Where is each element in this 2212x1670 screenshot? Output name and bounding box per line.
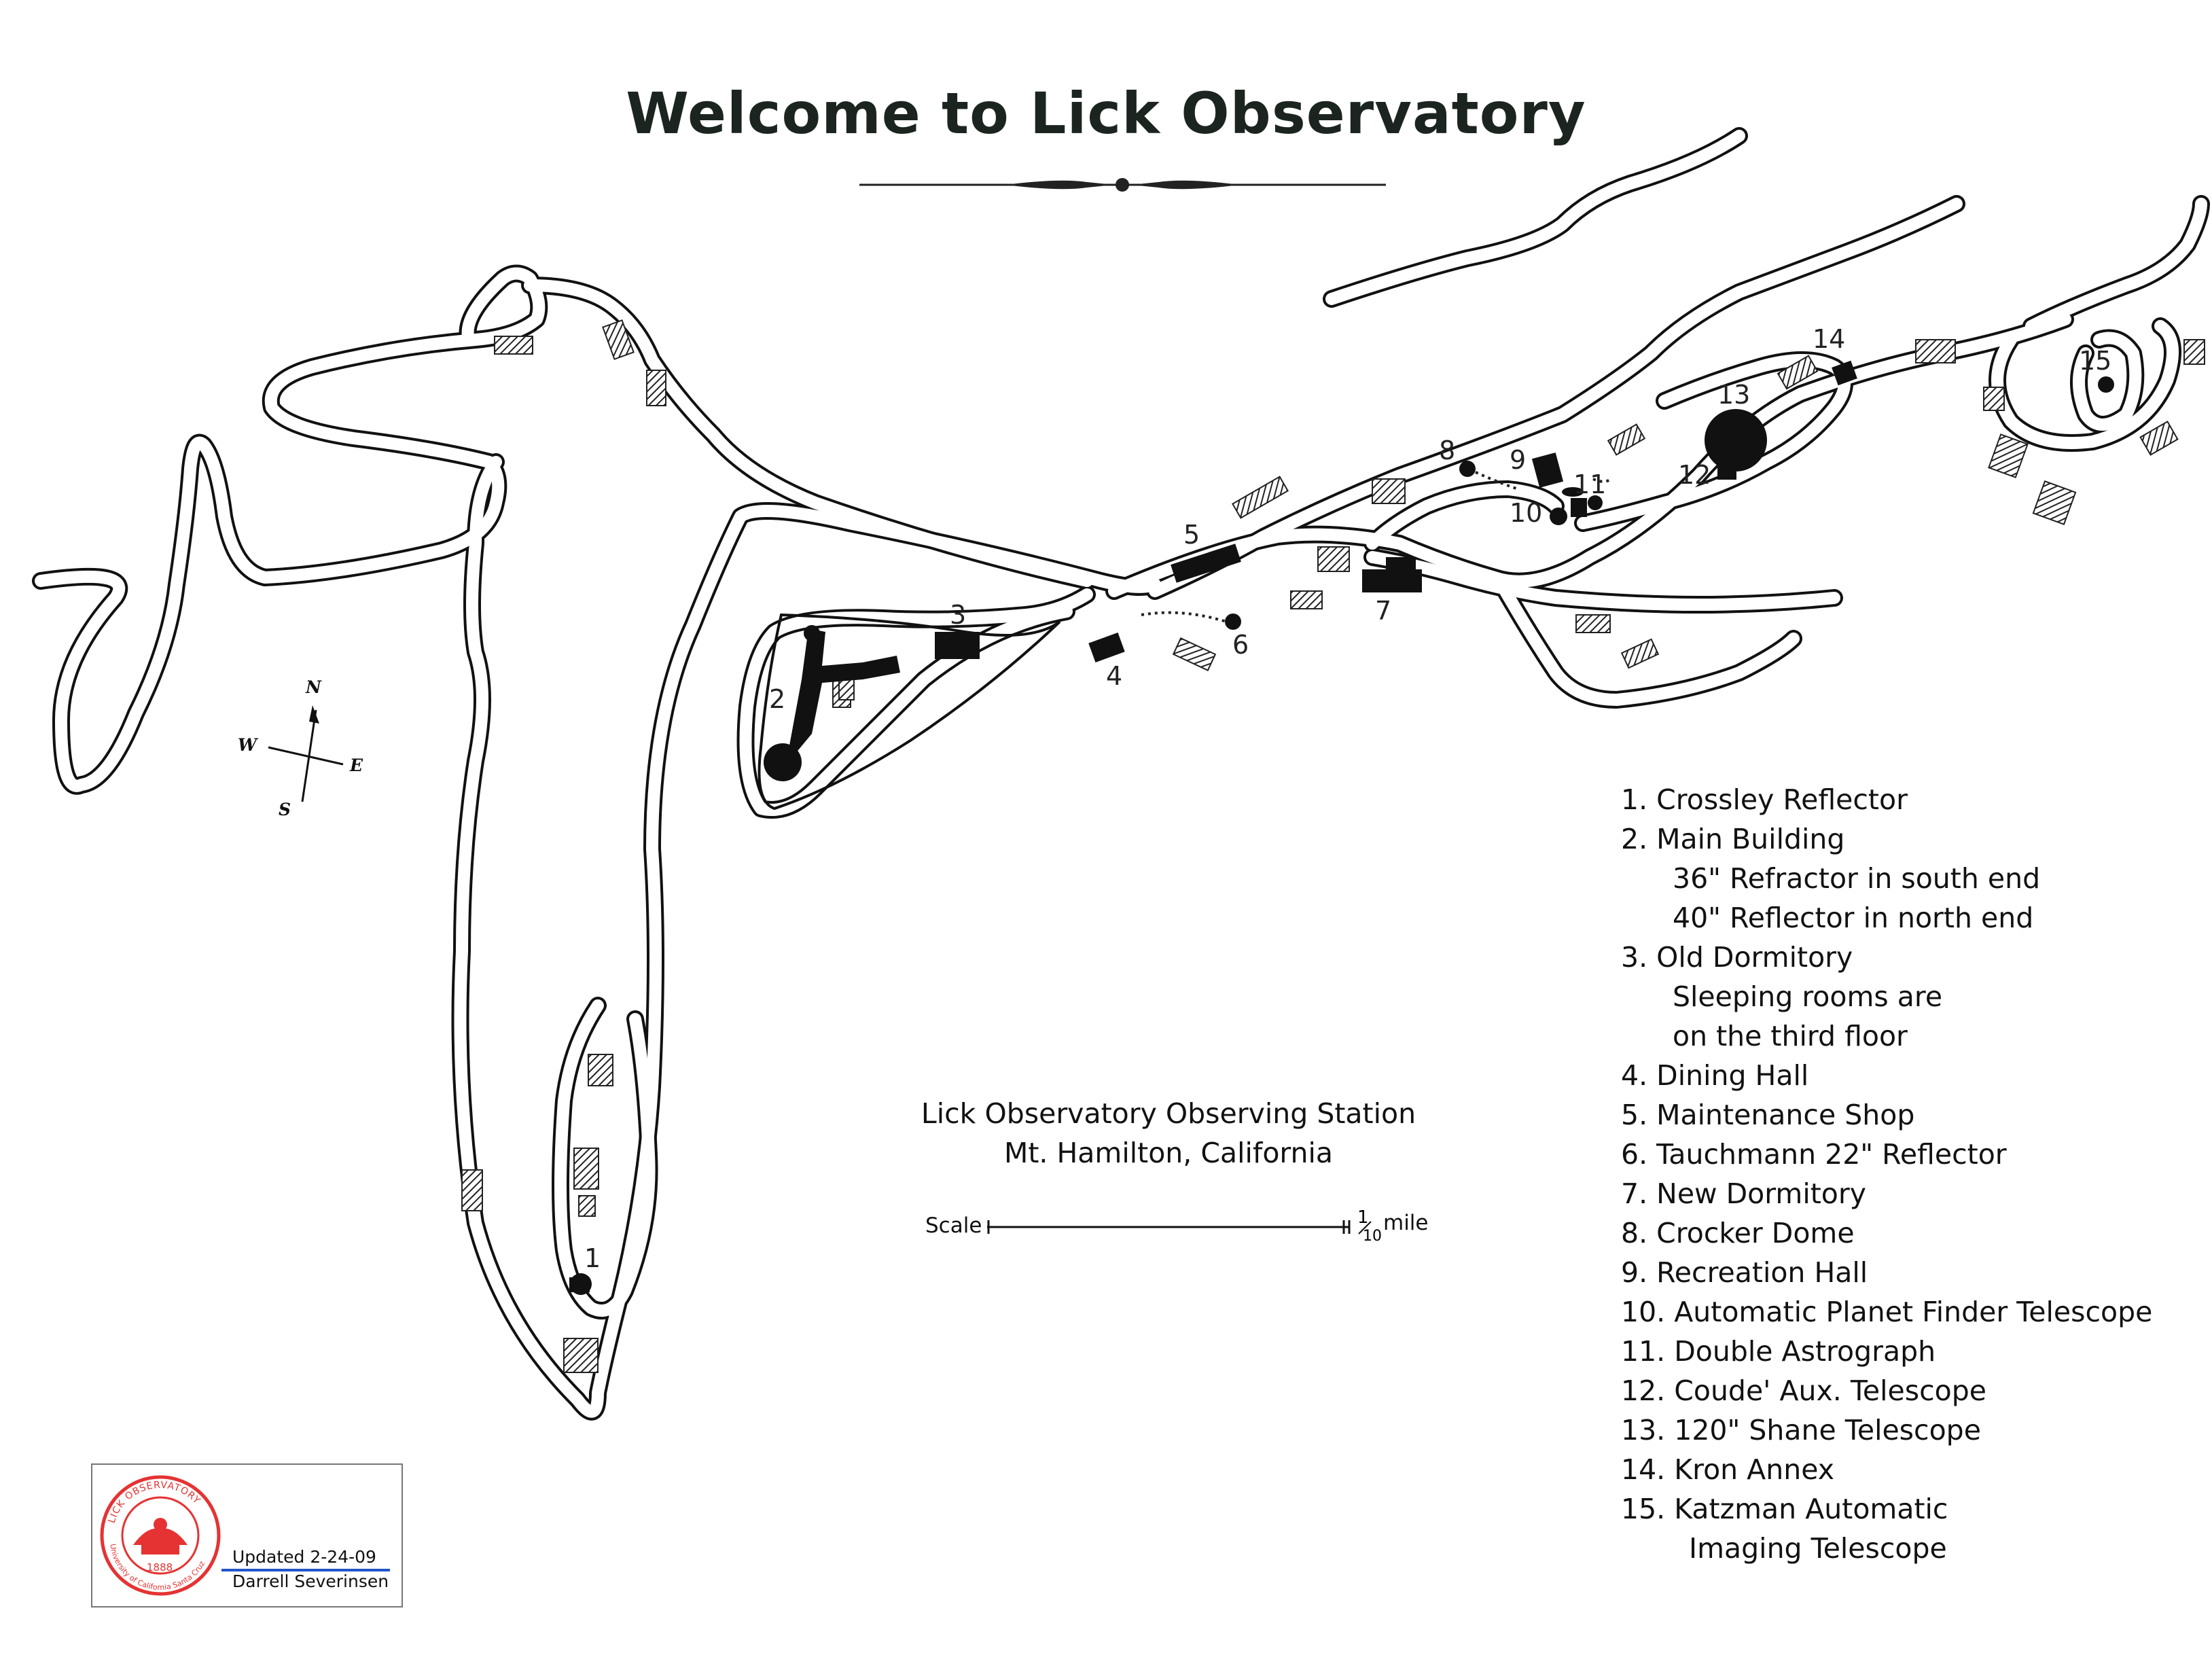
main-building — [788, 628, 900, 754]
scale-bar: 1 10 — [987, 1207, 1382, 1245]
marker-9: 9 — [1510, 445, 1526, 475]
scale-label: Scale — [925, 1213, 982, 1238]
compass-east: E — [349, 756, 363, 775]
footpaths — [1141, 471, 1611, 623]
building-markers: 1 2 3 4 5 6 7 8 9 10 11 12 13 14 15 — [584, 324, 2111, 1273]
marker-1: 1 — [584, 1243, 601, 1273]
legend-note: 36" Refractor in south end — [1673, 862, 2041, 895]
legend-item: 5. Maintenance Shop — [1621, 1099, 1915, 1131]
legend-note: 40" Reflector in north end — [1673, 902, 2034, 934]
legend-item: 12. Coude' Aux. Telescope — [1621, 1374, 1987, 1407]
main-building-island — [757, 613, 1061, 811]
legend-item: 4. Dining Hall — [1621, 1059, 1809, 1092]
marker-6: 6 — [1232, 630, 1249, 660]
station-name: Lick Observatory Observing Station — [921, 1097, 1416, 1130]
marker-8: 8 — [1439, 436, 1455, 465]
map-legend: 1. Crossley Reflector 2. Main Building 36"… — [1621, 780, 2152, 1568]
station-location: Mt. Hamilton, California — [1003, 1137, 1334, 1169]
compass-south: S — [279, 800, 291, 819]
observatory-buildings — [569, 360, 2114, 1295]
legend-item: 7. New Dormitory — [1621, 1177, 1867, 1210]
marker-4: 4 — [1106, 661, 1122, 691]
compass-north: N — [305, 677, 322, 697]
marker-10: 10 — [1510, 498, 1542, 528]
compass-west: W — [238, 735, 259, 755]
map-title: Welcome to Lick Observatory — [626, 80, 1586, 147]
marker-7: 7 — [1375, 596, 1391, 626]
compass-rose: N S E W — [238, 677, 363, 819]
author-name: Darrell Severinsen — [232, 1571, 389, 1591]
legend-note: Imaging Telescope — [1689, 1532, 1947, 1565]
badge-rule — [221, 1569, 390, 1571]
legend-item: 10. Automatic Planet Finder Telescope — [1621, 1296, 2153, 1328]
legend-item: 15. Katzman Automatic — [1621, 1493, 1948, 1525]
svg-text:LICK OBSERVATORY: LICK OBSERVATORY — [107, 1480, 202, 1525]
marker-14: 14 — [1813, 324, 1845, 354]
legend-item: 8. Crocker Dome — [1621, 1217, 1855, 1249]
legend-item: 1. Crossley Reflector — [1621, 783, 1908, 816]
marker-12: 12 — [1678, 460, 1711, 490]
station-caption: Lick Observatory Observing Station Mt. H… — [815, 1094, 1522, 1173]
scale-fraction-den: 10 — [1363, 1228, 1382, 1245]
scale-fraction-num: 1 — [1357, 1207, 1369, 1228]
legend-note: on the third floor — [1673, 1020, 1908, 1052]
legend-item: 3. Old Dormitory — [1621, 941, 1853, 974]
marker-3: 3 — [950, 600, 966, 630]
scale-unit: mile — [1383, 1211, 1429, 1235]
seal-top-text: LICK OBSERVATORY — [107, 1480, 202, 1525]
legend-item: 6. Tauchmann 22" Reflector — [1621, 1138, 2007, 1171]
updated-date: Updated 2-24-09 — [232, 1547, 376, 1567]
legend-item: 13. 120" Shane Telescope — [1621, 1414, 1981, 1446]
title-ornament — [859, 178, 1386, 192]
legend-note: Sleeping rooms are — [1673, 980, 1943, 1013]
legend-item: 11. Double Astrograph — [1621, 1335, 1936, 1368]
marker-15: 15 — [2079, 346, 2111, 376]
marker-11: 11 — [1573, 469, 1606, 499]
marker-5: 5 — [1183, 520, 1200, 550]
legend-item: 14. Kron Annex — [1621, 1453, 1834, 1486]
credits-badge: LICK OBSERVATORY University of Californi… — [91, 1463, 403, 1607]
marker-13: 13 — [1717, 380, 1750, 410]
legend-item: 2. Main Building — [1621, 823, 1845, 855]
seal-year: 1888 — [147, 1561, 173, 1574]
residences — [461, 319, 2205, 1373]
road-network — [32, 127, 2210, 1412]
legend-item: 9. Recreation Hall — [1621, 1256, 1868, 1289]
marker-2: 2 — [769, 684, 785, 714]
uc-seal-icon: LICK OBSERVATORY University of Californi… — [100, 1475, 221, 1596]
